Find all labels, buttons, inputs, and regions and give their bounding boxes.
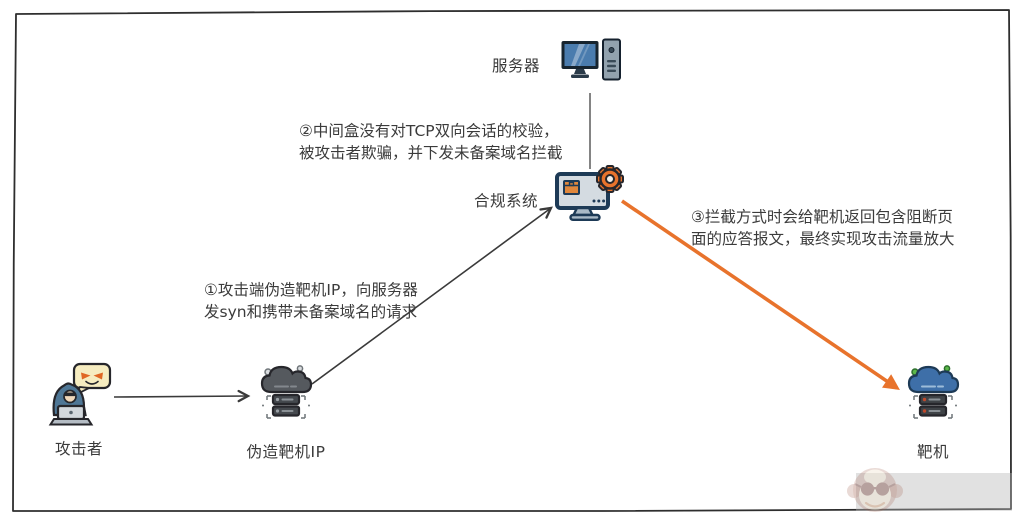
cloud-server-blue-icon bbox=[907, 365, 960, 419]
attack-request-arrow bbox=[113, 389, 251, 403]
spoofed-ip-label: 伪造靶机IP bbox=[246, 443, 326, 461]
monitor-gear-icon bbox=[555, 165, 624, 222]
desktop-computer-icon bbox=[561, 38, 621, 81]
cloud-server-gray-icon bbox=[260, 365, 313, 419]
spoof-to-compliance-arrow bbox=[311, 206, 553, 385]
annotation-step1-line2: 发syn和携带未备案域名的请求 bbox=[204, 303, 418, 321]
annotation-step2: ②中间盒没有对TCP双向会话的校验， 被攻击者欺骗，并下发未备案域名拦截 bbox=[299, 120, 563, 164]
annotation-step1: ①攻击端伪造靶机IP，向服务器 发syn和携带未备案域名的请求 bbox=[204, 279, 418, 323]
attacker-label: 攻击者 bbox=[54, 440, 103, 458]
gear-icon bbox=[596, 165, 624, 193]
annotation-step2-line1: ②中间盒没有对TCP双向会话的校验， bbox=[299, 122, 559, 140]
server-label: 服务器 bbox=[491, 57, 540, 75]
hacker-icon bbox=[48, 362, 112, 426]
annotation-step3-line1: ③拦截方式时会给靶机返回包含阻断页 bbox=[691, 208, 953, 226]
canvas-border bbox=[12, 9, 1012, 513]
annotation-step3: ③拦截方式时会给靶机返回包含阻断页 面的应答报文，最终实现攻击流量放大 bbox=[691, 206, 955, 250]
annotation-step1-line1: ①攻击端伪造靶机IP，向服务器 bbox=[204, 281, 418, 299]
annotation-step3-line2: 面的应答报文，最终实现攻击流量放大 bbox=[691, 230, 955, 248]
target-label: 靶机 bbox=[916, 443, 949, 461]
annotation-step2-line2: 被攻击者欺骗，并下发未备案域名拦截 bbox=[299, 144, 563, 162]
block-response-arrow bbox=[620, 199, 900, 391]
compliance-label: 合规系统 bbox=[473, 192, 538, 210]
